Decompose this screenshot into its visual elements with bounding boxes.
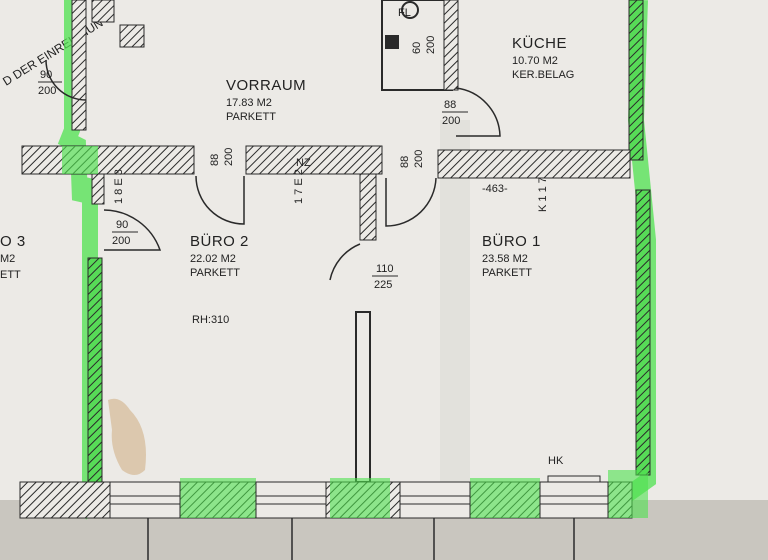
- room-vorraum-name: VORRAUM: [226, 77, 306, 94]
- room-buero3-name: O 3: [0, 233, 26, 250]
- wall-left-lower: [87, 257, 103, 491]
- k-mark: K 1 1 7: [537, 177, 549, 212]
- door-swing-buero2: [195, 175, 245, 225]
- wall-top-left-2: [119, 24, 145, 48]
- room-buero1-area: 23.58 M2: [482, 253, 528, 265]
- room-kueche-area: 10.70 M2: [512, 55, 558, 67]
- room-buero1-floor: PARKETT: [482, 267, 532, 279]
- room-buero2-name: BÜRO 2: [190, 232, 249, 250]
- door-kueche-w: 88: [444, 99, 456, 111]
- nz-mark: NZ: [296, 157, 311, 169]
- room-buero3-floor: ETT: [0, 269, 21, 281]
- door-swing-left-top: [45, 59, 87, 101]
- door-buero2-w: 88: [209, 154, 221, 166]
- door-wc-w: 60: [411, 42, 423, 54]
- wall-partition-mid: [245, 145, 383, 175]
- highlight-bottom-3: [470, 478, 540, 518]
- room-height-label: RH:310: [192, 314, 229, 326]
- axis-lines: [147, 518, 575, 560]
- door-left-mid-h: 200: [112, 235, 130, 247]
- e-mark-left: 1 8 E 3: [113, 169, 125, 204]
- wall-left-stub: [91, 171, 105, 205]
- wall-interior-upper: [359, 173, 377, 241]
- door-buero-w: 110: [376, 263, 394, 275]
- highlight-bottom-4: [608, 470, 648, 518]
- door-wc-h: 200: [425, 36, 437, 54]
- wc-wall: [443, 0, 459, 91]
- windows: [109, 475, 609, 519]
- wall-left-upper: [71, 0, 87, 131]
- toilet-icon: [401, 1, 419, 19]
- highlight-bottom-1: [180, 478, 256, 518]
- door-swing-left-mid: [103, 209, 162, 251]
- wall-right-lower: [635, 189, 651, 476]
- room-vorraum-area: 17.83 M2: [226, 97, 272, 109]
- door-left-top-h: 200: [38, 85, 56, 97]
- e-mark-mid: 1 7 E 2: [293, 169, 305, 204]
- door-left-top-w: 90: [40, 69, 52, 81]
- wall-partition-right: [437, 149, 631, 179]
- door-kueche-h: 200: [442, 115, 460, 127]
- hk-label: HK: [548, 455, 564, 467]
- wall-dimension: -463-: [482, 183, 508, 195]
- stain: [108, 398, 146, 475]
- door-swing-kueche: [455, 87, 501, 137]
- sink-icon: [385, 35, 399, 49]
- highlight-bottom-2: [330, 478, 390, 518]
- door-buero2-h: 200: [223, 148, 235, 166]
- room-buero3-area: M2: [0, 253, 15, 265]
- door-swing-buero1: [385, 177, 437, 227]
- room-kueche-name: KÜCHE: [512, 34, 567, 52]
- radiator: [547, 475, 601, 483]
- door-buero1-h: 200: [413, 150, 425, 168]
- door-buero1-w: 88: [399, 156, 411, 168]
- room-buero2-floor: PARKETT: [190, 267, 240, 279]
- highlight-partition: [62, 146, 98, 174]
- wall-partition-left: [21, 145, 195, 175]
- room-kueche-floor: KER.BELAG: [512, 69, 574, 81]
- wc-mark: FL: [398, 7, 411, 19]
- door-swing-buero: [329, 243, 361, 281]
- room-vorraum-floor: PARKETT: [226, 111, 276, 123]
- room-buero2-area: 22.02 M2: [190, 253, 236, 265]
- room-buero1-name: BÜRO 1: [482, 232, 541, 250]
- door-left-mid-w: 90: [116, 219, 128, 231]
- wall-right-upper: [628, 0, 644, 161]
- wall-top-left: [91, 0, 115, 23]
- door-buero-h: 225: [374, 279, 392, 291]
- paper-fold: [440, 120, 470, 500]
